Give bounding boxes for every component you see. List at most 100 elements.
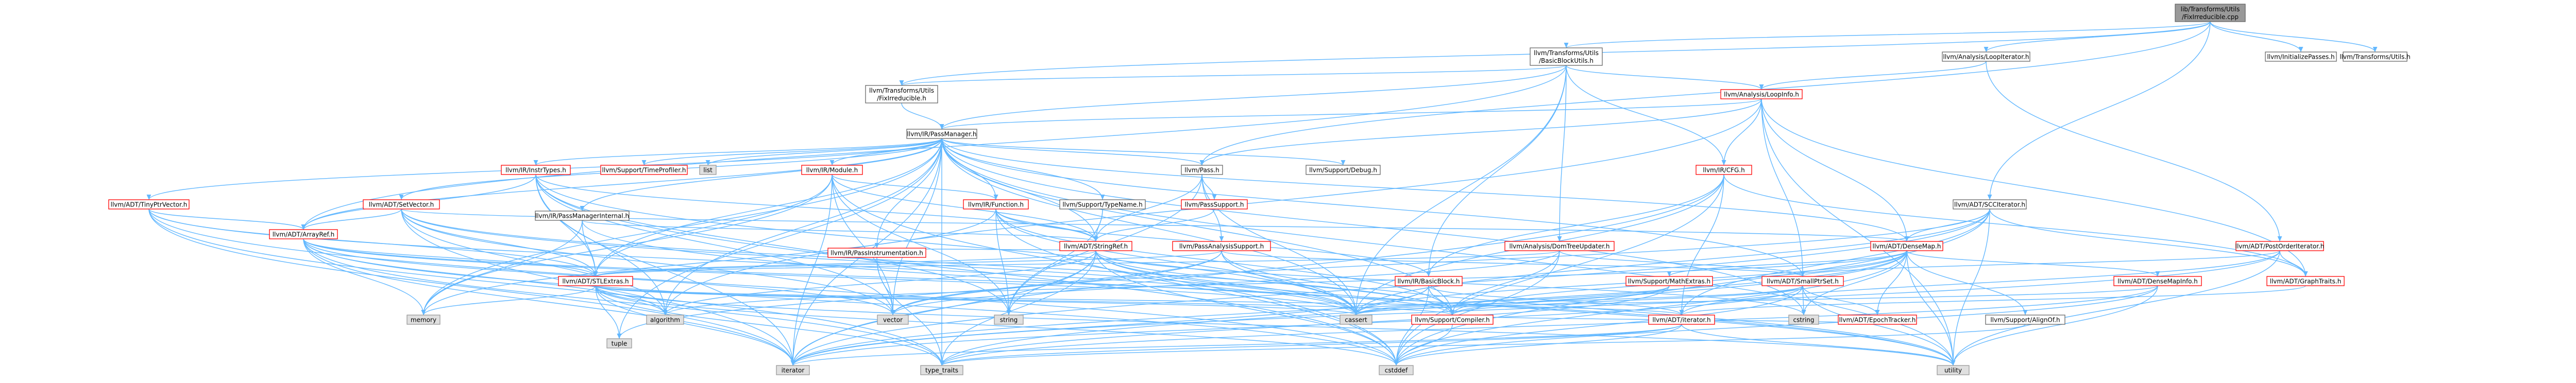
node-box	[1870, 241, 1943, 251]
node-densemapinfo[interactable]: llvm/ADT/DenseMapInfo.h	[2113, 276, 2202, 286]
edge-setvector-to-iterator	[401, 208, 795, 366]
node-label: llvm/ADT/SCCIterator.h	[1954, 201, 2025, 208]
edge-passmanager-to-vector	[890, 138, 942, 316]
node-label: llvm/Analysis/DomTreeUpdater.h	[1510, 243, 1610, 250]
edge-passmanager-to-irinstrtypes	[533, 138, 942, 166]
node-loopiter[interactable]: llvm/Analysis/LoopIterator.h	[1942, 51, 2030, 62]
node-label: llvm/Support/TypeName.h	[1062, 201, 1142, 208]
node-label: vector	[883, 317, 903, 324]
edge-smallptrset-to-epoch	[1802, 285, 1880, 316]
node-fixirr[interactable]: llvm/Transforms/Utils/FixIrreducible.h	[865, 85, 938, 103]
node-label: llvm/IR/Function.h	[968, 201, 1024, 208]
node-cstring: cstring	[1788, 315, 1819, 325]
edge-densemap-to-iterator	[790, 250, 1907, 366]
edge-stlextras-to-iterator	[595, 285, 795, 366]
node-setvector[interactable]: llvm/ADT/SetVector.h	[363, 199, 440, 210]
node-irinstrtypes[interactable]: llvm/IR/InstrTypes.h	[501, 165, 571, 175]
edge-typename-to-string	[1006, 208, 1103, 316]
node-label: llvm/ADT/STLExtras.h	[562, 278, 629, 285]
node-irfunction[interactable]: llvm/IR/Function.h	[963, 199, 1029, 210]
node-box	[600, 165, 688, 175]
node-label: lib/Transforms/Utils	[2181, 6, 2240, 13]
node-densemap[interactable]: llvm/ADT/DenseMap.h	[1870, 241, 1943, 251]
node-graphtraits[interactable]: llvm/ADT/GraphTraits.h	[2266, 276, 2345, 286]
node-ircfg[interactable]: llvm/IR/CFG.h	[1696, 165, 1752, 175]
node-box	[558, 276, 633, 286]
edge-irinstrtypes-to-vector	[535, 174, 895, 316]
edge-ircfg-to-cstddef	[1394, 174, 1724, 366]
edge-arrayref-to-stlextras	[303, 238, 598, 277]
edge-stringref-to-utility	[1095, 250, 1956, 366]
node-adtiterator[interactable]: llvm/ADT/iterator.h	[1648, 315, 1715, 325]
node-label: llvm/Transforms/Utils.h	[2340, 54, 2410, 61]
edge-scciter-to-iterator	[790, 208, 1990, 366]
node-pass[interactable]: llvm/Pass.h	[1181, 165, 1223, 175]
edge-postorder-to-smallptrset	[1800, 250, 2280, 277]
edge-adtiterator-to-cstddef	[1394, 324, 1682, 366]
node-utility: utility	[1937, 365, 1970, 375]
edge-densemapinfo-to-cassert	[1354, 285, 2158, 316]
edge-pmi-to-stringref	[582, 220, 1098, 242]
edge-densemap-to-cstring	[1801, 250, 1907, 316]
node-iterator: iterator	[776, 365, 810, 375]
edge-passmanager-to-cassert	[941, 138, 1359, 316]
node-debug[interactable]: llvm/Support/Debug.h	[1306, 165, 1381, 175]
node-smallptrset[interactable]: llvm/ADT/SmallPtrSet.h	[1761, 276, 1844, 286]
node-timeprof[interactable]: llvm/Support/TimeProfiler.h	[600, 165, 688, 175]
node-passinstr[interactable]: llvm/IR/PassInstrumentation.h	[827, 248, 926, 258]
edge-passmanager-to-timeprof	[641, 138, 942, 166]
node-looinfo[interactable]: llvm/Analysis/LoopInfo.h	[1720, 89, 1803, 99]
edge-tinyptr-to-iterator	[148, 208, 795, 366]
edge-densemap-to-algorithm	[663, 250, 1907, 316]
edge-mathextras-to-compiler	[1450, 285, 1670, 316]
node-irmodule[interactable]: llvm/IR/Module.h	[801, 165, 863, 175]
edge-irinstrtypes-to-cassert	[535, 174, 1359, 316]
edge-tinyptr-to-arrayref	[148, 208, 306, 230]
edge-looinfo-to-pass	[1199, 98, 1762, 166]
node-stringref[interactable]: llvm/ADT/StringRef.h	[1059, 241, 1132, 251]
edge-looinfo-to-smallptrset	[1761, 98, 1805, 277]
node-scciter[interactable]: llvm/ADT/SCCIterator.h	[1953, 199, 2027, 210]
node-label: utility	[1944, 367, 1962, 374]
node-label: iterator	[782, 367, 805, 374]
edge-tinyptr-to-typetraits	[148, 208, 944, 366]
node-epoch[interactable]: llvm/ADT/EpochTracker.h	[1838, 315, 1917, 325]
node-alignof[interactable]: llvm/Support/AlignOf.h	[1985, 315, 2065, 325]
node-box	[2265, 51, 2337, 62]
edge-setvector-to-compiler	[401, 208, 1455, 316]
node-typename[interactable]: llvm/Support/TypeName.h	[1059, 199, 1146, 210]
node-passmanager[interactable]: llvm/IR/PassManager.h	[906, 129, 977, 139]
edge-densemap-to-mathextras	[1667, 250, 1907, 277]
node-domupd[interactable]: llvm/Analysis/DomTreeUpdater.h	[1504, 241, 1615, 251]
node-box	[406, 315, 440, 325]
node-irbb[interactable]: llvm/IR/BasicBlock.h	[1395, 276, 1463, 286]
edge-densemapinfo-to-typetraits	[939, 285, 2158, 366]
node-postorder[interactable]: llvm/ADT/PostOrderIterator.h	[2235, 241, 2325, 251]
node-pas[interactable]: llvm/PassAnalysisSupport.h	[1172, 241, 1271, 251]
node-memory: memory	[406, 315, 440, 325]
node-passsupport[interactable]: llvm/PassSupport.h	[1181, 199, 1248, 210]
edge-arrayref-to-compiler	[303, 238, 1455, 316]
node-bbutils[interactable]: llvm/Transforms/Utils/BasicBlockUtils.h	[1530, 47, 1603, 66]
node-label: llvm/ADT/ArrayRef.h	[273, 231, 335, 238]
node-tinyptr[interactable]: llvm/ADT/TinyPtrVector.h	[108, 199, 190, 210]
edge-tinyptr-to-cassert	[148, 208, 1359, 316]
node-arrayref[interactable]: llvm/ADT/ArrayRef.h	[269, 229, 338, 239]
node-initpasses[interactable]: llvm/InitializePasses.h	[2265, 51, 2337, 62]
edge-root-to-bbutils	[1564, 21, 2211, 48]
edge-irfunction-to-string	[995, 208, 1011, 316]
edge-ircfg-to-adtiterator	[1679, 174, 1724, 316]
node-tutils[interactable]: llvm/Transforms/Utils.h	[2340, 51, 2411, 62]
edge-smallptrset-to-iterator	[790, 285, 1803, 366]
node-box	[2113, 276, 2202, 286]
node-compiler[interactable]: llvm/Support/Compiler.h	[1411, 315, 1494, 325]
edge-irbb-to-compiler	[1428, 285, 1455, 316]
edge-densemap-to-cstddef	[1394, 250, 1907, 366]
node-box	[827, 248, 926, 258]
node-mathextras[interactable]: llvm/Support/MathExtras.h	[1625, 276, 1713, 286]
edge-looinfo-to-utility	[1761, 98, 1956, 366]
node-stlextras[interactable]: llvm/ADT/STLExtras.h	[558, 276, 633, 286]
node-typetraits: type_traits	[920, 365, 963, 375]
node-pmi[interactable]: llvm/IR/PassManagerInternal.h	[535, 211, 630, 221]
edge-passmanager-to-passinstr	[874, 138, 942, 249]
